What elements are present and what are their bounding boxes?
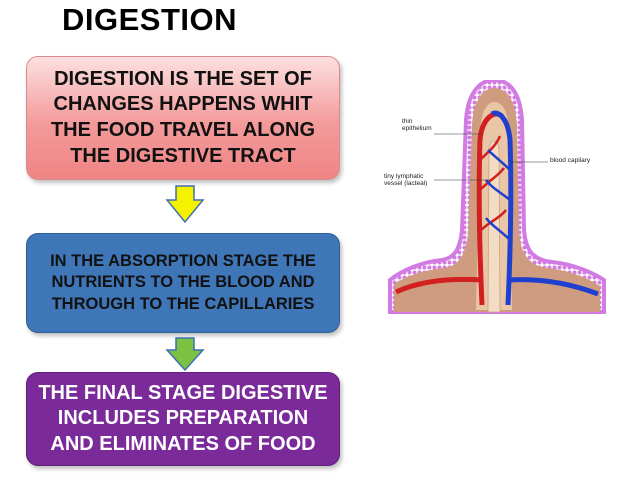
page-title: DIGESTION — [62, 2, 238, 37]
down-arrow-icon — [165, 337, 205, 372]
step-box-digestion: DIGESTION IS THE SET OF CHANGES HAPPENS … — [26, 56, 340, 180]
villus-illustration — [388, 80, 606, 314]
label-thin-epithelium-line2: epithelium — [402, 125, 432, 133]
step-box-elimination: THE FINAL STAGE DIGESTIVE INCLUDES PREPA… — [26, 372, 340, 466]
step-box-absorption: IN THE ABSORPTION STAGE THE NUTRIENTS TO… — [26, 233, 340, 333]
label-lacteal-line1: tiny lymphatic — [384, 173, 424, 180]
step-text-digestion: DIGESTION IS THE SET OF CHANGES HAPPENS … — [50, 67, 316, 167]
label-thin-epithelium-line1: thin — [402, 118, 413, 125]
label-lacteal-line2: vessel (lacteal) — [384, 180, 428, 188]
label-thin-epithelium: thin epithelium — [402, 118, 432, 133]
label-lacteal: tiny lymphatic vessel (lacteal) — [384, 173, 427, 188]
down-arrow-icon — [165, 185, 205, 224]
label-blood-capillary: blood capilary — [550, 157, 591, 164]
step-text-absorption: IN THE ABSORPTION STAGE THE NUTRIENTS TO… — [50, 252, 316, 313]
step-text-elimination: THE FINAL STAGE DIGESTIVE INCLUDES PREPA… — [38, 381, 328, 455]
